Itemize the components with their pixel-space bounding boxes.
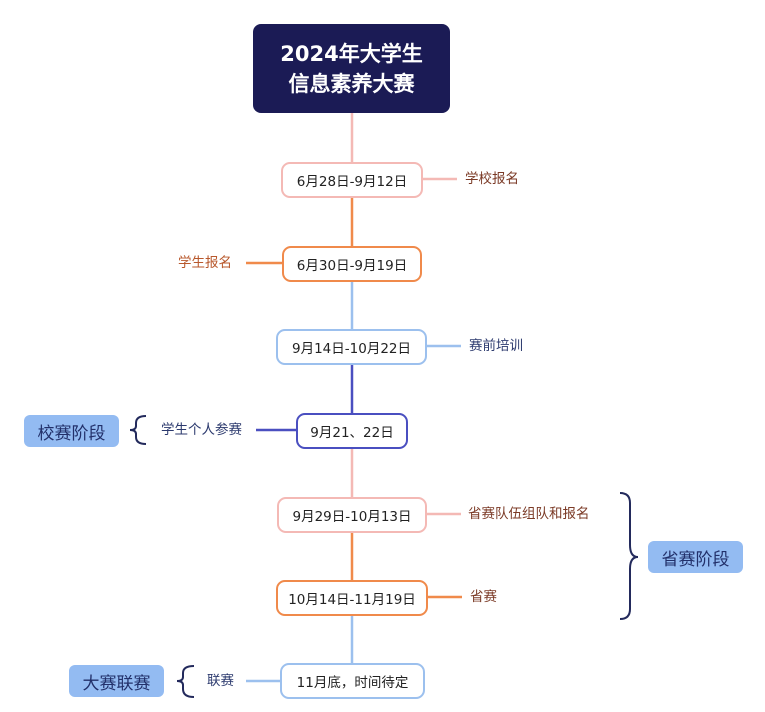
diagram-title: 2024年大学生 信息素养大赛 [280, 41, 423, 96]
node-label-5: 省赛队伍组队和报名 [468, 506, 590, 522]
date-node-6: 10月14日-11月19日 [276, 580, 428, 616]
date-node-5: 9月29日-10月13日 [277, 497, 427, 533]
league-stage-brace [176, 665, 195, 698]
date-node-4: 9月21、22日 [296, 413, 408, 449]
date-node-3: 9月14日-10月22日 [276, 329, 427, 365]
node-label-7: 联赛 [207, 673, 234, 689]
title-box: 2024年大学生 信息素养大赛 [253, 24, 450, 113]
node-label-1: 学校报名 [465, 171, 519, 187]
date-node-2: 6月30日-9月19日 [282, 246, 422, 282]
stage-school: 校赛阶段 [24, 415, 119, 447]
node-label-3: 赛前培训 [469, 338, 523, 354]
node-label-6: 省赛 [470, 589, 497, 605]
node-label-2: 学生报名 [178, 255, 232, 271]
province-stage-brace [619, 492, 639, 620]
stage-league: 大赛联赛 [69, 665, 164, 697]
date-node-7: 11月底，时间待定 [280, 663, 425, 699]
node-label-4: 学生个人参赛 [161, 422, 242, 438]
stage-province: 省赛阶段 [648, 541, 743, 573]
date-node-1: 6月28日-9月12日 [281, 162, 423, 198]
school-stage-brace [129, 415, 147, 445]
